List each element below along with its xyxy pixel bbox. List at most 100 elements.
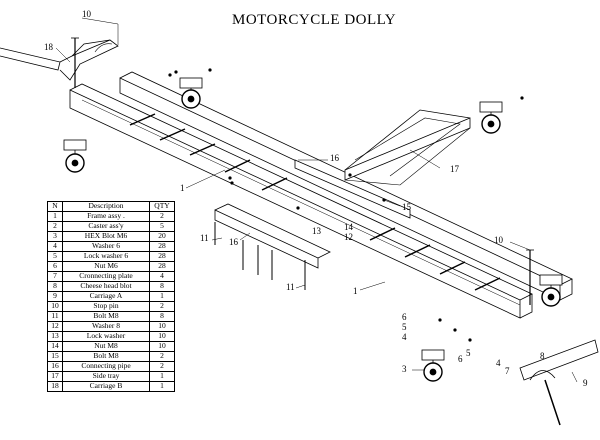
row-qty: 8 [149,311,175,322]
callout-8: 8 [540,351,545,361]
callout-10-top: 10 [82,9,91,19]
connecting-pipe-upper [294,159,411,219]
row-n: 5 [47,251,63,262]
carriage-a [519,339,599,426]
row-qty: 10 [149,331,175,342]
row-description: Nut M6 [62,261,150,272]
row-n: 9 [47,291,63,302]
callout-12: 12 [344,232,353,242]
carriage-b [0,39,119,81]
row-n: 1 [47,211,63,222]
row-qty: 1 [149,381,175,392]
row-n: 7 [47,271,63,282]
callout-5-right: 5 [466,348,471,358]
parts-table-header: N Description QTY [47,201,175,212]
row-n: 6 [47,261,63,272]
row-description: Side tray [62,371,150,382]
header-n: N [47,201,63,212]
callout-10-right: 10 [494,235,503,245]
row-qty: 2 [149,351,175,362]
row-qty: 5 [149,221,175,232]
caster-left-rear [179,77,203,109]
row-qty: 28 [149,261,175,272]
leader-lines [55,17,578,383]
side-tray [344,109,471,186]
row-description: Lock washer 6 [62,251,150,262]
caster-right-rear [479,101,503,134]
row-qty: 10 [149,321,175,332]
caster-bottom [421,349,445,382]
row-n: 13 [47,331,63,342]
callout-17: 17 [450,164,459,174]
row-description: Carriage B [62,381,150,392]
row-n: 4 [47,241,63,252]
connecting-pipe-lower [214,203,331,269]
row-n: 18 [47,381,63,392]
callout-11-left: 11 [200,233,209,243]
callout-16-upper: 16 [330,153,339,163]
diagram-title: MOTORCYCLE DOLLY [232,12,397,28]
row-description: Washer 6 [62,241,150,252]
callout-7: 7 [505,366,510,376]
callout-1-left: 1 [180,183,185,193]
stop-pin-left [71,37,79,88]
row-qty: 2 [149,301,175,312]
row-description: Caster ass'y [62,221,150,232]
row-n: 8 [47,281,63,292]
callout-6-right: 6 [458,354,463,364]
row-description: Stop pin [62,301,150,312]
hardware-stacks [168,68,524,342]
row-n: 15 [47,351,63,362]
row-qty: 4 [149,271,175,282]
callout-13: 13 [312,226,321,236]
row-n: 14 [47,341,63,352]
row-n: 3 [47,231,63,242]
row-n: 2 [47,221,63,232]
row-qty: 10 [149,341,175,352]
callout-4-right: 4 [496,358,501,368]
callout-3: 3 [402,364,407,374]
row-description: Washer 8 [62,321,150,332]
callout-6-left: 6 [402,312,407,322]
row-qty: 28 [149,241,175,252]
row-description: HEX Blot M6 [62,231,150,242]
row-qty: 28 [149,251,175,262]
callout-5-left: 5 [402,322,407,332]
callout-9: 9 [583,378,588,388]
row-n: 17 [47,371,63,382]
row-description: Bolt M8 [62,351,150,362]
header-description: Description [62,201,150,212]
row-description: Frame assy . [62,211,150,222]
callout-14: 14 [344,222,353,232]
row-qty: 1 [149,371,175,382]
callout-1-right: 1 [353,286,358,296]
row-description: Lock washer [62,331,150,342]
caster-left-front [63,139,87,173]
row-description: Nut M8 [62,341,150,352]
callout-15: 15 [402,202,411,212]
row-n: 10 [47,301,63,312]
row-description: Carriage A [62,291,150,302]
header-qty: QTY [149,201,175,212]
callout-16-lower: 16 [229,237,238,247]
callout-18: 18 [44,42,53,52]
row-description: Connecting pipe [62,361,150,372]
